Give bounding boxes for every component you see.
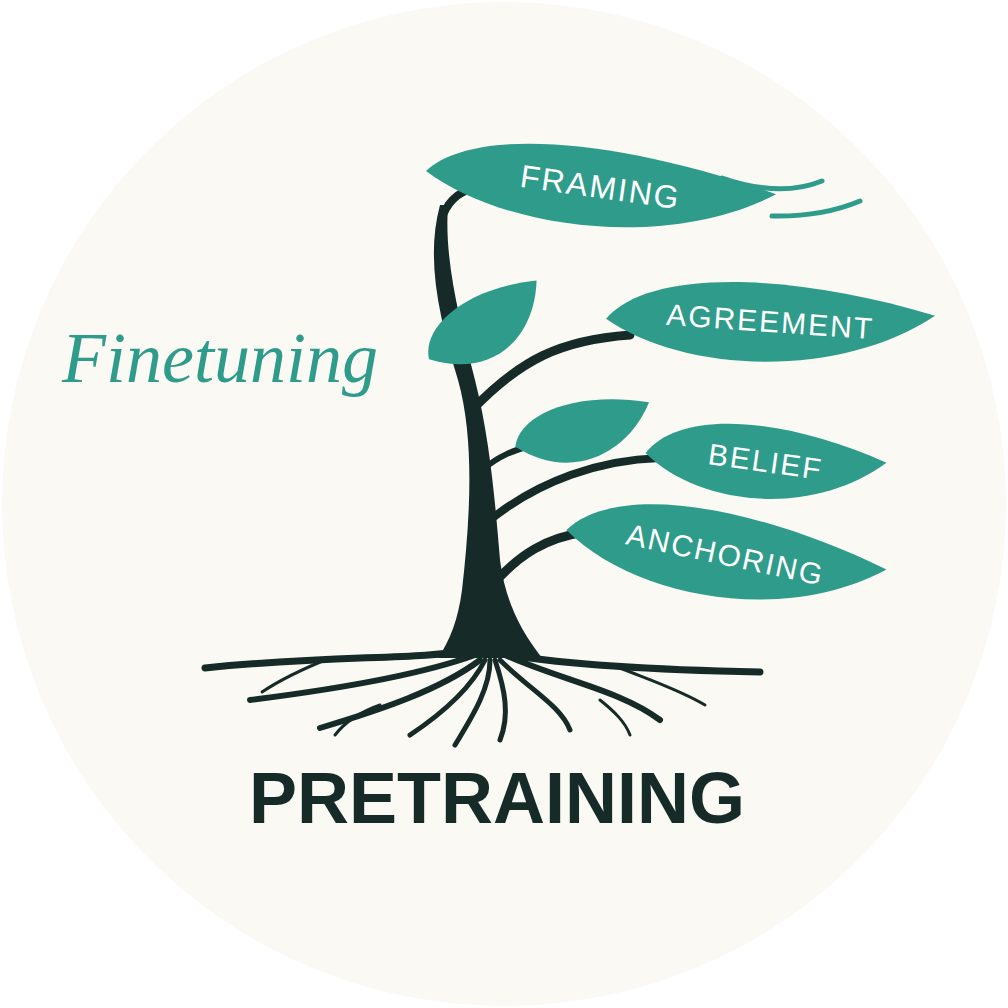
plain-leaf <box>508 371 661 486</box>
script-label: Finetuning <box>62 322 378 394</box>
root <box>495 660 505 740</box>
root <box>250 655 475 700</box>
leaf-outline <box>604 272 937 374</box>
wind-stroke <box>772 201 860 216</box>
base-label: PRETRAINING <box>249 762 745 834</box>
root <box>620 668 705 705</box>
root <box>455 660 490 745</box>
root <box>510 655 760 672</box>
branch <box>497 532 585 580</box>
root <box>262 658 330 692</box>
root <box>500 660 570 730</box>
root <box>600 700 630 735</box>
root <box>205 650 470 668</box>
root <box>335 705 380 735</box>
roots <box>205 650 760 745</box>
leaf-outline <box>641 411 889 517</box>
root <box>320 660 480 728</box>
root <box>410 660 485 735</box>
leaf-outline <box>559 481 891 631</box>
plain-leaf <box>416 254 556 393</box>
leaf-outline <box>422 125 779 251</box>
